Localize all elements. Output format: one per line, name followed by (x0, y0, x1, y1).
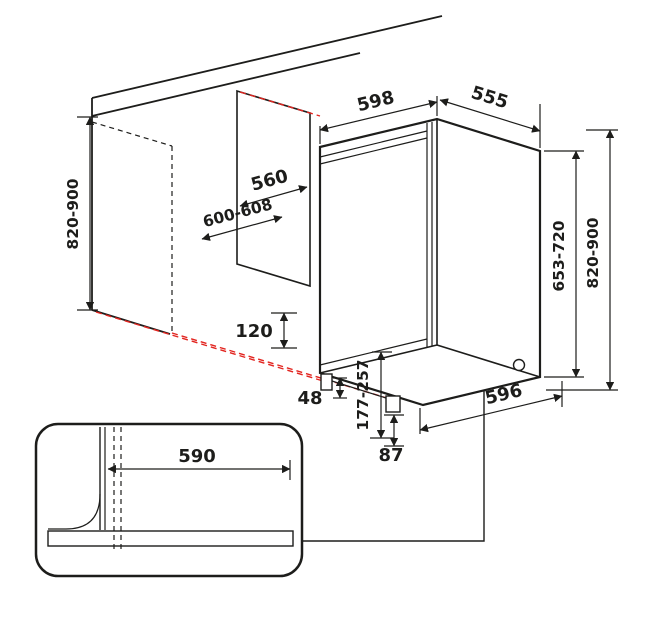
counter-top-edge (91, 15, 443, 99)
dimension-120: 120 (235, 312, 297, 349)
dim-label-48: 48 (297, 388, 322, 409)
toe-kick-curve (65, 493, 101, 530)
projection-line-top (239, 91, 321, 117)
dim-label-120: 120 (235, 321, 273, 342)
front-foot (320, 373, 333, 391)
dimension-653-720: 653-720 (544, 150, 584, 378)
dim-label-820-900-left: 820-900 (64, 178, 82, 249)
dim-label-820-900-right: 820-900 (584, 217, 602, 288)
dimension-820-900-right: 820-900 (546, 129, 618, 391)
plinth-board (47, 530, 294, 547)
dim-label-177-257: 177-257 (354, 359, 372, 430)
dim-label-590: 590 (178, 446, 216, 467)
control-panel-line (319, 137, 428, 165)
plinth-detail-inset: 590 (34, 422, 304, 578)
dimension-820-900-left: 820-900 (64, 116, 98, 311)
countertop (91, 15, 443, 117)
niche-hidden-top-edge (91, 121, 173, 147)
dishwasher-body (318, 117, 542, 407)
dim-label-87: 87 (378, 445, 403, 466)
door-top-line (319, 130, 428, 158)
rear-roller (512, 358, 526, 372)
dimension-line (239, 185, 308, 208)
dimension-48: 48 (297, 377, 347, 409)
dim-label-653-720: 653-720 (550, 220, 568, 291)
side-bottom-edge (436, 344, 541, 378)
counter-front-edge (91, 52, 361, 117)
dishwasher-outline (318, 117, 542, 407)
dimension-line (419, 393, 563, 433)
projection-line-bottom-back (171, 332, 391, 400)
leveling-feet (320, 358, 526, 413)
dimension-line (439, 98, 541, 133)
rear-foot (385, 395, 401, 413)
dimension-87: 87 (378, 414, 404, 466)
detail-leader-line (302, 390, 485, 542)
projection-lines (95, 91, 391, 400)
inset-border (34, 422, 304, 578)
dimension-line (319, 99, 438, 133)
dimension-line (201, 215, 283, 241)
niche-side-panel (236, 89, 311, 288)
